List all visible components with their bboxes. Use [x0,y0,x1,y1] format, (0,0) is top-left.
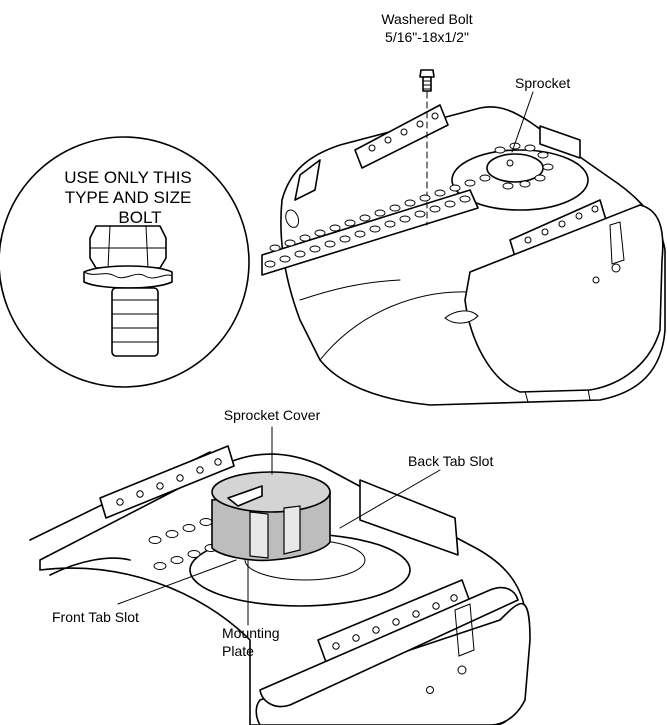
sprocket-label: Sprocket [515,75,570,91]
washered-bolt-label: Washered Bolt [381,11,472,27]
opener-close-up-view [29,426,531,725]
mounting-plate-label-line-2: Plate [222,643,254,659]
bolt-callout-circle [0,136,250,388]
washered-bolt-icon [419,69,435,92]
chain-sprocket-loop [494,142,554,190]
callout-text-line-1: USE ONLY THIS [64,168,192,187]
back-tab-slot-label: Back Tab Slot [408,453,493,469]
chain-upper [269,174,491,252]
callout-text-line-3: BOLT [118,208,161,227]
sprocket-cover-label: Sprocket Cover [224,407,321,423]
mounting-plate-label: Mounting [222,625,280,641]
sprocket-cover [211,471,331,562]
chain-lower [264,195,471,268]
front-tab-slot-label: Front Tab Slot [52,609,139,625]
opener-top-view [261,69,666,406]
washered-bolt-size-label: 5/16"-18x1/2" [385,29,469,45]
callout-text-line-2: TYPE AND SIZE [65,188,192,207]
